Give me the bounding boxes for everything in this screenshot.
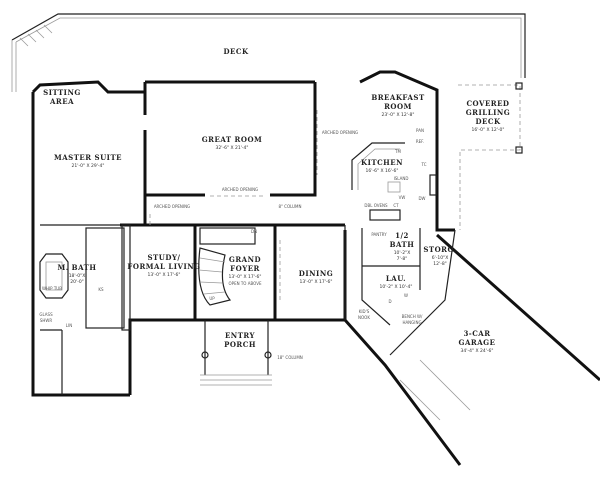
study-label: STUDY/ xyxy=(148,253,181,262)
dbl-ovens-note: DBL OVENS xyxy=(364,203,388,208)
foyer-label-2: FOYER xyxy=(230,264,260,273)
sitting-area-label: SITTING xyxy=(43,88,81,97)
bench-note: BENCH W/ xyxy=(402,314,423,319)
lin-note: LIN xyxy=(66,323,72,328)
pan-note: PAN xyxy=(416,128,424,133)
sitting-area-label-2: AREA xyxy=(49,97,74,106)
vw-note: VW xyxy=(399,195,406,200)
foyer-note: OPEN TO ABOVE xyxy=(229,281,262,286)
great-room-label: GREAT ROOM xyxy=(202,135,263,144)
shower-label: GLASS xyxy=(39,312,53,317)
dining-label: DINING xyxy=(299,269,333,278)
bench-note-2: HANGING xyxy=(402,320,421,325)
master-bath-dims: 18'-0"X xyxy=(69,273,86,279)
entry-porch-label-2: PORCH xyxy=(224,340,256,349)
half-bath-dims: 10'-2"X xyxy=(394,250,411,256)
ct-note: CT xyxy=(393,203,399,208)
kids-nook-note-2: NOOK xyxy=(358,315,370,320)
foyer-dims: 13'-0" X 17'-6" xyxy=(229,274,262,280)
column-8-note: 8" COLUMN xyxy=(279,204,302,209)
laundry-dims: 10'-2" X 10'-4" xyxy=(380,284,413,290)
half-bath-dims-2: 7'-8" xyxy=(397,256,408,262)
shower-label-2: SHWR xyxy=(40,318,53,323)
master-suite-dims: 21'-0" X 29'-4" xyxy=(72,163,105,169)
arched-opening-note-kitchen: ARCHED OPENING xyxy=(322,130,358,135)
dn-note: DN xyxy=(251,229,257,234)
foyer-label: GRAND xyxy=(229,255,261,264)
storage-dims: 6'-10"X xyxy=(432,255,449,261)
kids-nook-note: KID'S xyxy=(359,309,370,314)
grilling-deck-label-2: GRILLING xyxy=(466,108,511,117)
laundry-label: LAU. xyxy=(386,274,406,283)
storage-dims-2: 12'-8" xyxy=(433,261,447,267)
study-label-2: FORMAL LIVING xyxy=(127,262,200,271)
dryer-note: D xyxy=(388,299,391,304)
kitchen-counter xyxy=(351,142,437,221)
column-18-note: 18" COLUMN xyxy=(277,355,303,360)
interior-walls xyxy=(40,224,421,395)
deck-outline xyxy=(11,13,526,92)
dining-dims: 13'-0" X 17'-6" xyxy=(300,279,333,285)
breakfast-room-dims: 23'-0" X 12'-8" xyxy=(382,112,415,118)
deck-label: DECK xyxy=(223,47,248,56)
half-bath-label-2: BATH xyxy=(390,240,415,249)
up-note: UP xyxy=(209,296,215,301)
arched-opening-note-great: ARCHED OPENING xyxy=(222,187,258,192)
kitchen-dims: 16'-6" X 16'-6" xyxy=(366,168,399,174)
great-room-dims: 32'-6" X 21'-4" xyxy=(216,145,249,151)
grilling-deck-dims: 16'-0" X 12'-0" xyxy=(472,127,505,133)
tm-note: TM xyxy=(394,149,401,154)
garage-walls xyxy=(343,229,600,466)
garage-label: 3-CAR xyxy=(463,329,490,338)
study-dims: 13'-0" X 17'-6" xyxy=(148,272,181,278)
breakfast-room-label-2: ROOM xyxy=(384,102,412,111)
grilling-deck-label-3: DECK xyxy=(475,117,500,126)
kitchen-label: KITCHEN xyxy=(361,158,403,167)
whirlpool-tub xyxy=(39,253,69,299)
grand-staircase xyxy=(198,227,256,306)
storage-label: STORG. xyxy=(423,245,456,254)
whip-tub-note: WHIP TUB xyxy=(42,286,62,291)
dw-note: DW xyxy=(418,196,425,201)
grilling-deck-label: COVERED xyxy=(466,99,509,108)
garage-label-2: GARAGE xyxy=(459,338,496,347)
grilling-deck-outline xyxy=(458,82,523,230)
garage-dims: 34'-4" X 24'-6" xyxy=(461,348,494,354)
master-suite-label: MASTER SUITE xyxy=(54,153,122,162)
master-bath-dims-2: 20'-0" xyxy=(70,279,84,285)
breakfast-room-label: BREAKFAST xyxy=(371,93,425,102)
porch-columns xyxy=(200,320,272,386)
entry-porch-label: ENTRY xyxy=(225,331,256,340)
island-note: ISLAND xyxy=(394,176,409,181)
ks-note: KS xyxy=(98,287,104,292)
ref-note: REF. xyxy=(416,139,424,144)
washer-note: W xyxy=(404,293,408,298)
half-bath-label: 1/2 xyxy=(395,231,409,240)
tc-note: TC xyxy=(420,162,426,167)
master-bath-label: M. BATH xyxy=(58,263,97,272)
arched-opening-note-hall: ARCHED OPENING xyxy=(154,204,190,209)
pantry-note: PANTRY xyxy=(371,232,387,237)
